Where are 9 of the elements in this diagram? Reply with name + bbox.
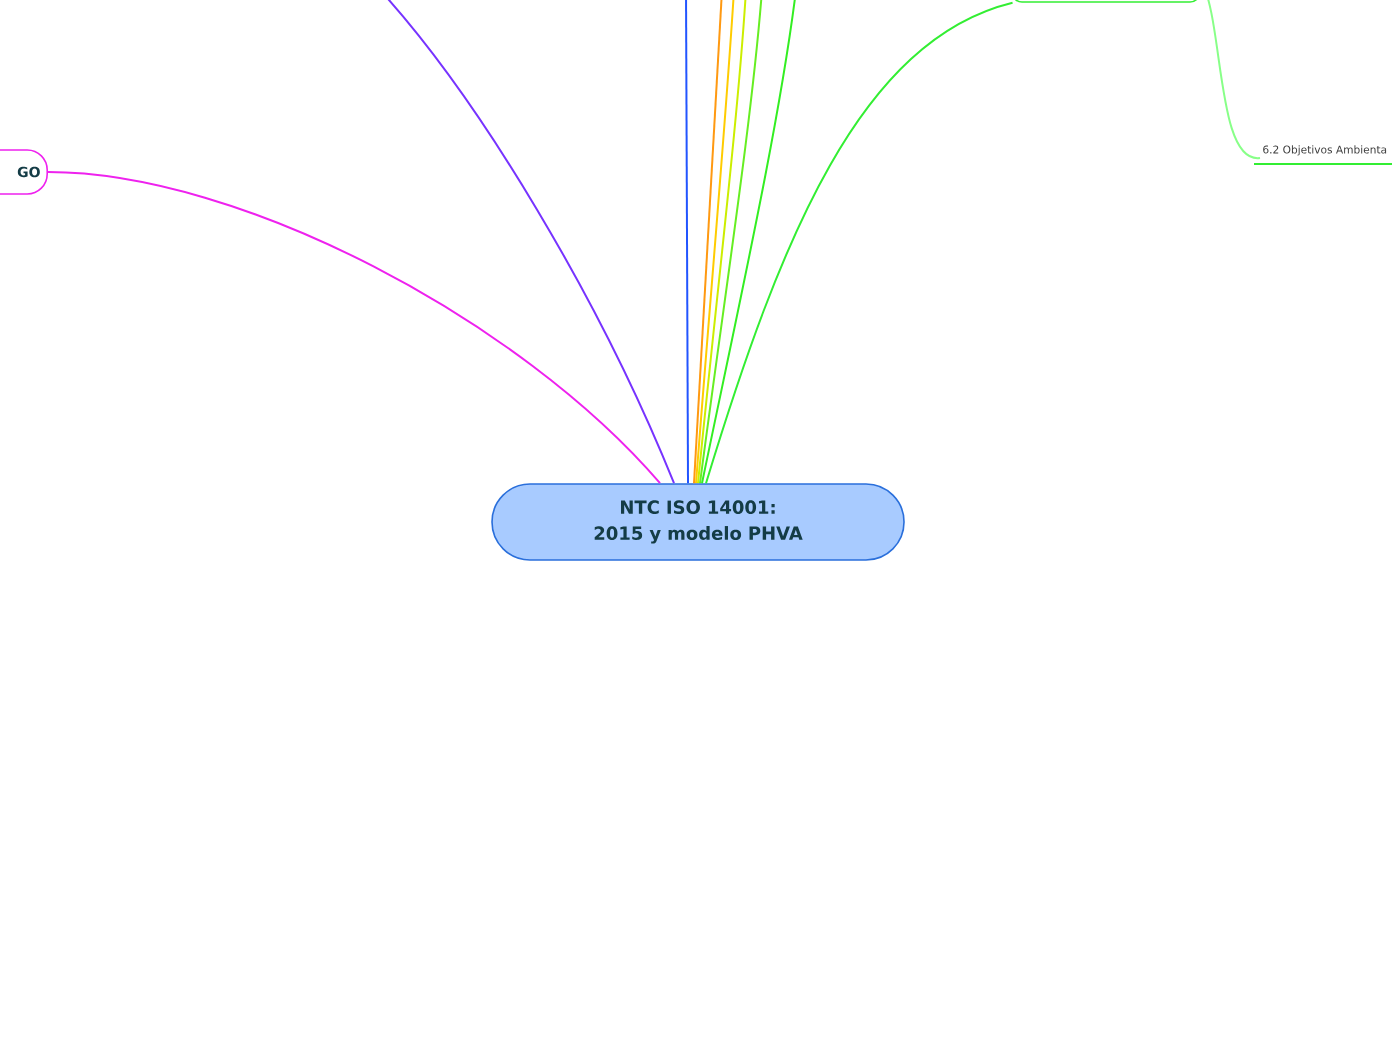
connector-line [695,0,735,485]
connector-line [685,0,689,485]
connector-line [697,0,747,485]
connector-line [701,0,797,485]
connector-line [693,0,723,485]
connector-line [699,0,763,485]
topic-box: NTC ISO 14001: 2015 y modelo PHVA [491,483,905,561]
connector-line [47,171,661,485]
connector-line [705,1,1014,485]
